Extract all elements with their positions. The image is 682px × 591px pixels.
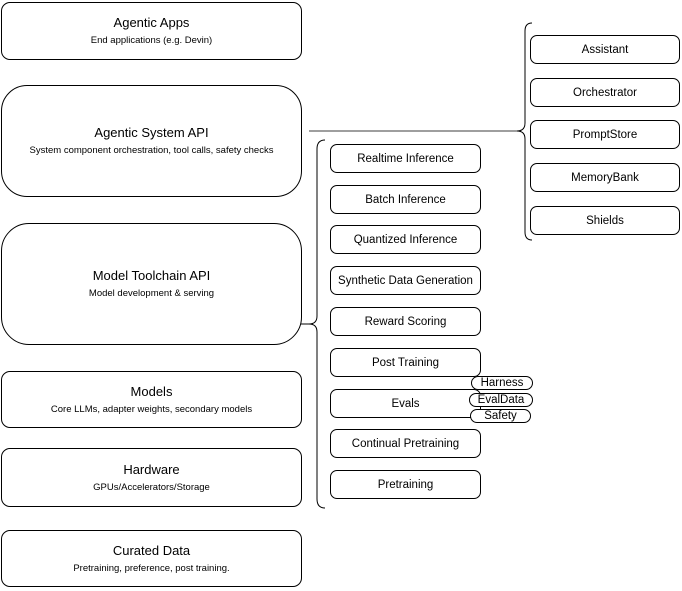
node-agentic-apps: Agentic Apps End applications (e.g. Devi… (1, 2, 302, 60)
node-title: Model Toolchain API (92, 268, 211, 283)
tag-safety: Safety (470, 409, 531, 423)
node-title: Agentic System API (94, 125, 209, 140)
node-model-toolchain-api: Model Toolchain API Model development & … (1, 223, 302, 345)
node-title: Models (130, 383, 173, 399)
node-batch-inference: Batch Inference (330, 185, 481, 214)
node-subtitle: End applications (e.g. Devin) (90, 35, 213, 46)
node-pretraining: Pretraining (330, 470, 481, 499)
node-evals: Evals (330, 389, 481, 418)
node-subtitle: GPUs/Accelerators/Storage (93, 481, 210, 493)
node-models: Models Core LLMs, adapter weights, secon… (1, 371, 302, 428)
node-orchestrator: Orchestrator (530, 78, 680, 107)
node-subtitle: Pretraining, preference, post training. (73, 562, 230, 574)
node-title: Agentic Apps (113, 15, 190, 30)
node-title: Curated Data (112, 542, 191, 558)
node-synthetic-data-generation: Synthetic Data Generation (330, 266, 481, 295)
node-quantized-inference: Quantized Inference (330, 225, 481, 254)
tag-harness: Harness (471, 376, 533, 390)
node-promptstore: PromptStore (530, 120, 680, 149)
node-continual-pretraining: Continual Pretraining (330, 429, 481, 458)
tag-evaldata: EvalData (469, 393, 533, 407)
node-subtitle: Model development & serving (88, 288, 215, 299)
node-reward-scoring: Reward Scoring (330, 307, 481, 336)
node-subtitle: Core LLMs, adapter weights, secondary mo… (50, 403, 253, 415)
node-memorybank: MemoryBank (530, 163, 680, 192)
node-agentic-system-api: Agentic System API System component orch… (1, 85, 302, 197)
node-assistant: Assistant (530, 35, 680, 64)
node-title: Hardware (123, 461, 180, 477)
node-subtitle: System component orchestration, tool cal… (29, 145, 274, 156)
node-post-training: Post Training (330, 348, 481, 377)
node-shields: Shields (530, 206, 680, 235)
node-hardware: Hardware GPUs/Accelerators/Storage (1, 448, 302, 507)
node-curated-data: Curated Data Pretraining, preference, po… (1, 530, 302, 587)
toolchain-brace (308, 139, 326, 509)
node-realtime-inference: Realtime Inference (330, 144, 481, 173)
